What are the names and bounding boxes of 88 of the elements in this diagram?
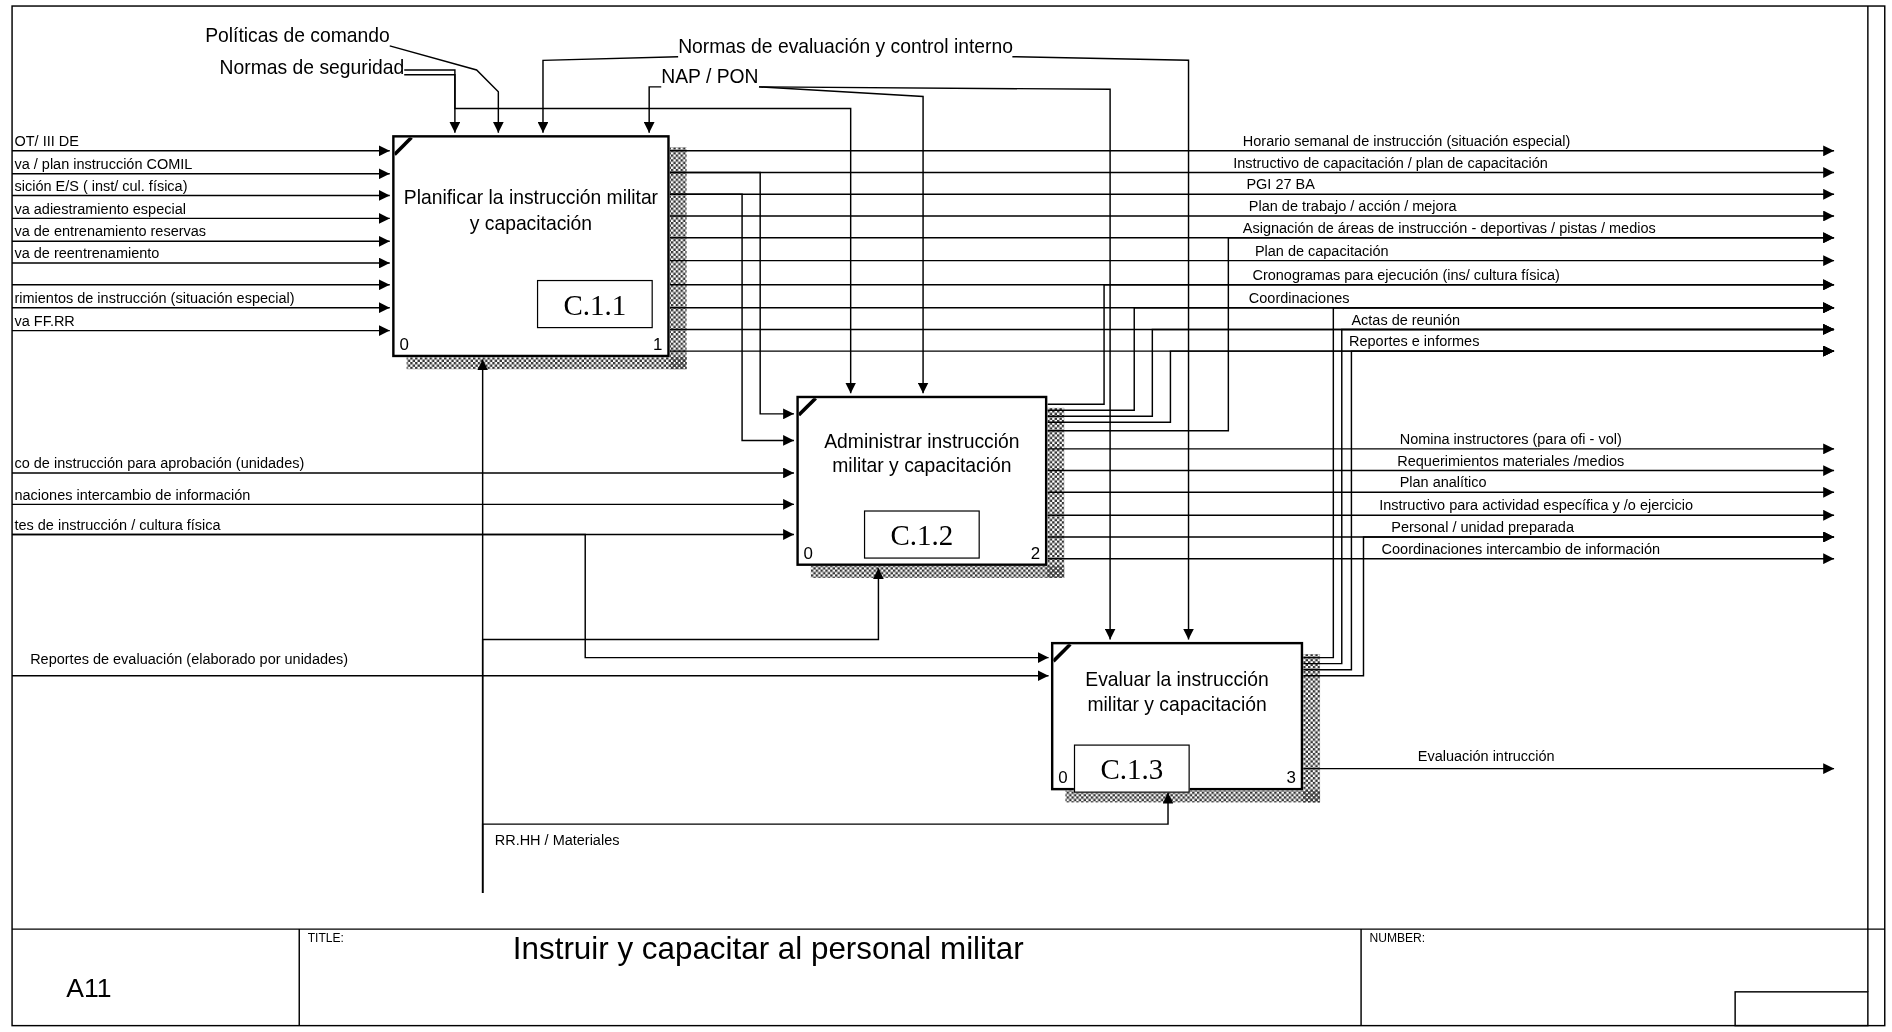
edge-label: Personal / unidad preparada: [1391, 520, 1574, 535]
edge-label: Coordinaciones: [1248, 290, 1350, 306]
box-number: 2: [1030, 544, 1041, 562]
arrow: [668, 255, 1835, 267]
arrow: [11, 279, 391, 291]
control-label: Normas de seguridad: [219, 57, 405, 78]
box-number: 0: [1058, 768, 1068, 786]
arrow: [11, 467, 795, 479]
edge-label: Plan analítico: [1399, 475, 1487, 490]
edge-label: OT/ III DE: [14, 133, 79, 149]
edge-label: va FF.RR: [14, 313, 75, 329]
box-number: 3: [1286, 768, 1296, 786]
arrow: [758, 86, 1116, 641]
activity-code: C.1.3: [1073, 744, 1190, 793]
edge-label: rimientos de instrucción (situación especial): [14, 290, 295, 306]
activity-title: Planificar la instrucción militar y capacitación: [402, 186, 660, 236]
edge-label: sición E/S ( inst/ cul. física): [14, 178, 188, 194]
arrow: [11, 190, 391, 201]
arrow: [11, 498, 795, 510]
arrow: [11, 168, 391, 180]
box-number: 0: [803, 544, 813, 562]
arrow: [403, 74, 857, 395]
arrow: [668, 171, 795, 420]
arrow: [1046, 509, 1835, 521]
control-label: Normas de evaluación y control interno: [678, 37, 1013, 57]
field-label: NUMBER:: [1369, 932, 1426, 945]
arrow: [1046, 232, 1835, 432]
activity-code: C.1.2: [863, 510, 980, 559]
edge-label: Asignación de áreas de instrucción - deportivas / pistas / medios: [1242, 220, 1656, 236]
arrow: [389, 45, 504, 134]
edge-label: va de reentrenamiento: [14, 246, 160, 261]
edge-label: va / plan instrucción COMIL: [14, 156, 193, 172]
arrow: [1046, 553, 1835, 565]
control-label: Políticas de comando: [205, 26, 390, 46]
arrow: [11, 235, 391, 247]
edge-label: Plan de trabajo / acción / mejora: [1248, 199, 1457, 214]
edge-label: Reportes de evaluación (elaborado por unidades): [30, 651, 349, 667]
arrow: [403, 69, 461, 134]
arrow: [668, 145, 1835, 157]
edge-label: Evaluación intrucción: [1417, 749, 1555, 764]
activity-box: [392, 135, 670, 358]
edge-label: Cronogramas para ejecución (ins/ cultura física): [1252, 267, 1560, 283]
edge-label: Instructivo para actividad específica y /o ejercicio: [1379, 498, 1694, 513]
edge-label: Horario semanal de instrucción (situación especial): [1242, 133, 1571, 149]
arrow: [1046, 279, 1835, 405]
page-number: A11: [66, 974, 112, 1002]
edge-label: Plan de capacitación: [1254, 243, 1389, 259]
edge-label: Nomina instructores (para ofi - vol): [1399, 431, 1622, 447]
edge-label: RR.HH / Materiales: [494, 832, 620, 848]
diagram-title: Instruir y capacitar al personal militar: [512, 932, 1024, 965]
edge-label: Actas de reunión: [1351, 312, 1461, 327]
arrow: [11, 145, 391, 157]
arrow: [643, 86, 662, 134]
arrow: [481, 792, 1174, 894]
arrow: [11, 533, 1050, 664]
activity-code: C.1.1: [536, 279, 653, 329]
edge-label: Requerimientos materiales /medios: [1397, 453, 1625, 469]
box-number: 1: [653, 335, 663, 353]
activity-box: [796, 395, 1048, 566]
arrow: [11, 670, 1050, 682]
edge-label: Coordinaciones intercambio de información: [1381, 541, 1661, 557]
edge-label: tes de instrucción / cultura física: [14, 517, 221, 533]
arrow: [11, 257, 391, 269]
arrow: [11, 302, 391, 314]
arrow: [1046, 443, 1835, 455]
activity-box: [1050, 641, 1304, 791]
edge-label: PGI 27 BA: [1246, 177, 1315, 192]
field-label: TITLE:: [307, 932, 344, 945]
edge-label: naciones intercambio de información: [14, 487, 251, 502]
activity-title: Administrar instrucción militar y capacitación: [823, 429, 1021, 479]
edge-label: co de instrucción para aprobación (unidades): [14, 456, 305, 471]
control-label: NAP / PON: [661, 67, 759, 87]
activity-title: Evaluar la instrucción militar y capacitación: [1084, 668, 1270, 717]
edge-label: Instructivo de capacitación / plan de capacitación: [1233, 155, 1548, 171]
arrow: [1302, 763, 1835, 775]
arrow: [1046, 486, 1835, 498]
arrow: [1302, 531, 1835, 677]
arrow: [668, 193, 795, 446]
box-number: 0: [399, 335, 409, 353]
edge-label: va adiestramiento especial: [14, 201, 186, 216]
arrow: [1011, 56, 1194, 641]
arrow: [668, 210, 1835, 222]
arrow: [537, 56, 679, 134]
edge-label: Reportes e informes: [1349, 334, 1480, 349]
arrow: [11, 212, 391, 224]
edge-label: va de entrenamiento reservas: [14, 224, 207, 239]
arrow: [1046, 465, 1835, 476]
arrow: [11, 325, 391, 337]
